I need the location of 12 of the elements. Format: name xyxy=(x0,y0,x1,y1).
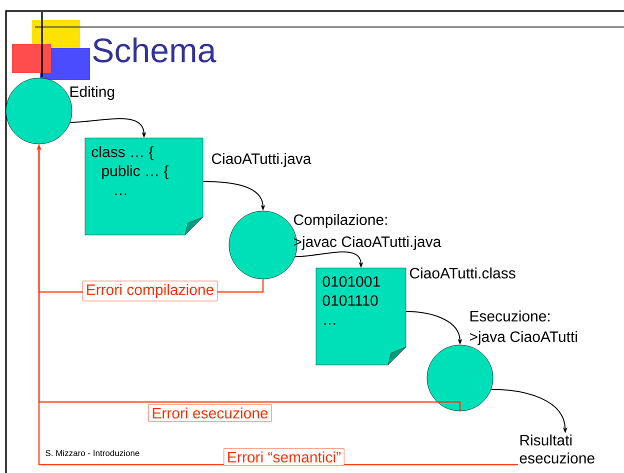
step-label: CiaoATutti.java xyxy=(212,153,312,167)
error-label: Errori compilazione xyxy=(87,284,214,298)
step-label: >java CiaoATutti xyxy=(470,331,577,345)
error-label: Errori esecuzione xyxy=(152,407,268,418)
step-label: CiaoATutti.class xyxy=(410,267,516,278)
result-label: Risultati esecuzione xyxy=(520,434,594,464)
error-label: Errori “semantici” xyxy=(228,451,340,462)
slide-title: Schema xyxy=(93,38,216,62)
step-label: Editing xyxy=(70,86,114,100)
step-label: Esecuzione: xyxy=(470,310,550,322)
step-label: Compilazione: xyxy=(294,214,387,228)
footer-text: S. Mizzaro - Introduzione xyxy=(46,450,140,456)
